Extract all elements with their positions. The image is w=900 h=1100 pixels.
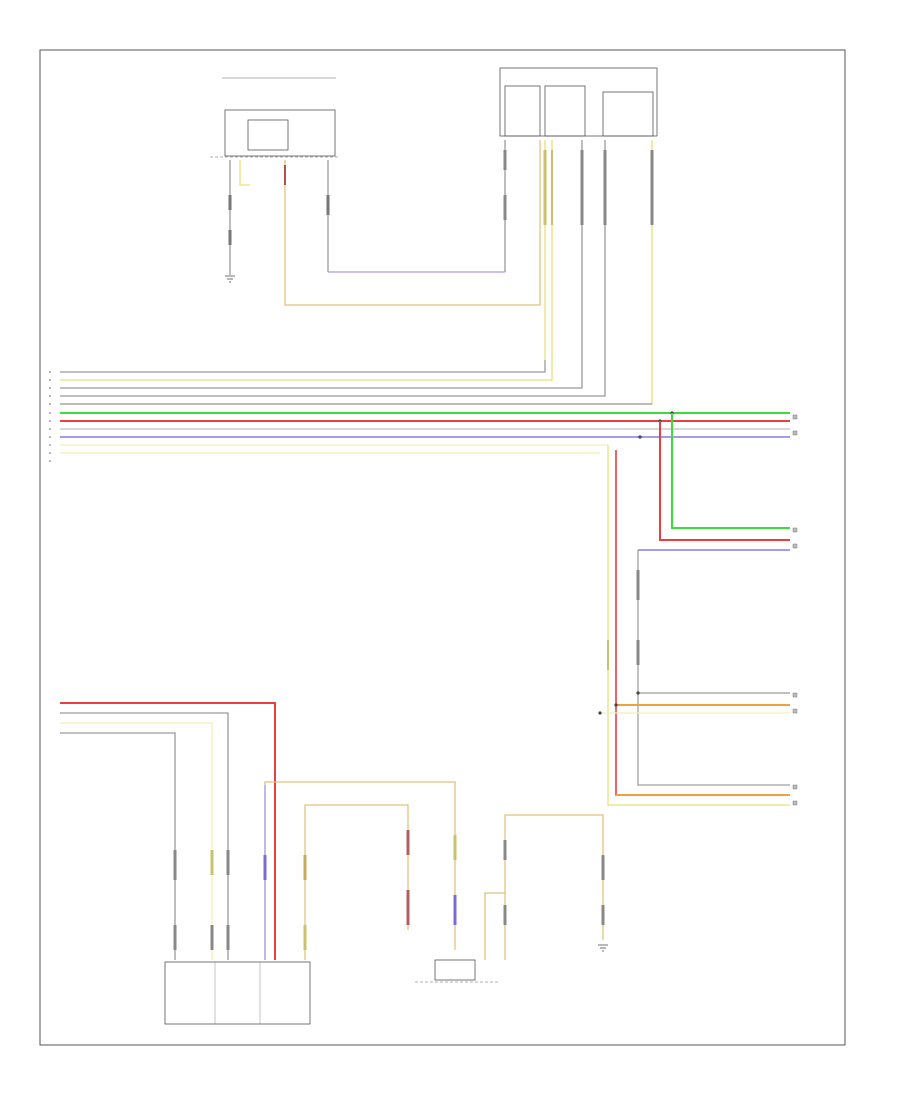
right-connector-2	[792, 527, 798, 549]
lower-wire-red	[60, 702, 276, 960]
tr-component-2	[544, 85, 586, 137]
bottom-middle-box	[434, 959, 476, 981]
wire-tan-lower-2	[304, 804, 409, 960]
right-connector-3	[792, 692, 798, 714]
lower-wire-gray-2	[60, 732, 176, 960]
lower-wire-yellow	[60, 722, 213, 960]
wire-tan-loop	[284, 140, 541, 306]
branch-red	[659, 421, 790, 541]
bus-wire-1	[60, 360, 546, 373]
lower-wire-gray-1	[60, 712, 229, 960]
right-connector-4	[792, 784, 798, 806]
lower-bus	[60, 702, 276, 960]
branch-green	[671, 413, 790, 529]
right-connector-1	[792, 414, 798, 436]
lower-middle-wires	[263, 781, 608, 960]
left-bus	[49, 360, 790, 462]
wire-tan-short	[239, 160, 250, 186]
switch-module-box	[224, 109, 336, 157]
wire-tan-stub	[484, 892, 505, 960]
bottom-middle-switch	[415, 959, 500, 983]
branch-gray-vert	[637, 550, 790, 786]
inner-switch-box	[247, 119, 289, 151]
branch-yellow	[607, 445, 790, 806]
bus-index-dots	[49, 371, 51, 462]
diagram-frame	[39, 49, 846, 1046]
wire-tr-5	[60, 140, 606, 397]
bottom-left-module-box	[164, 961, 311, 1025]
top-right-module	[60, 67, 658, 405]
tr-component-3	[602, 91, 654, 137]
right-branches	[598, 413, 798, 806]
top-left-switch-module	[210, 77, 541, 306]
bottom-left-module	[164, 961, 311, 1025]
tr-component-1	[504, 85, 541, 137]
